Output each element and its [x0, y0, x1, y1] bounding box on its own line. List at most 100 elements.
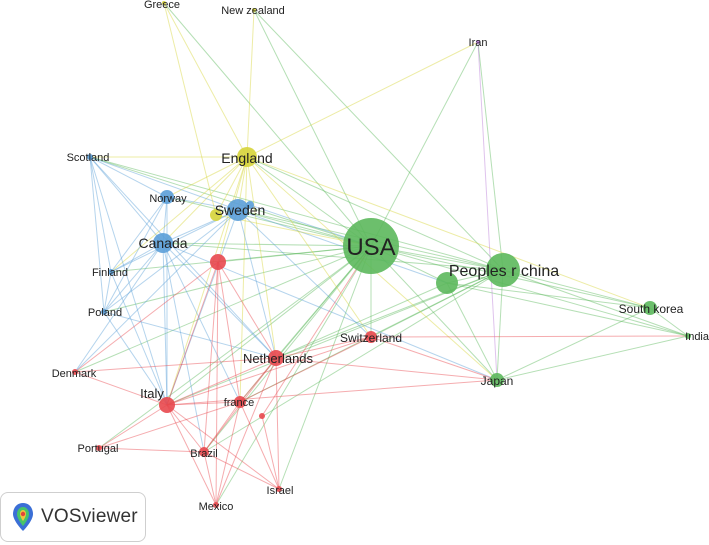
edge-finland-poland	[103, 271, 112, 313]
edge-norway-poland	[103, 196, 168, 313]
edge-peoples-r-china-england	[246, 156, 504, 271]
node-unlabeled-red-2[interactable]	[259, 413, 265, 419]
edge-japan-south-korea	[496, 307, 651, 381]
node-sweden[interactable]	[227, 199, 249, 221]
edge-unlabeled-yellow-1-greece	[163, 2, 217, 216]
edge-switzerland-japan	[370, 336, 498, 381]
edge-usa-italy	[166, 245, 372, 406]
edge-unlabeled-red-2-usa	[261, 245, 372, 417]
edge-italy-denmark	[74, 371, 168, 406]
node-scotland[interactable]	[87, 154, 93, 160]
edge-italy-mexico	[166, 404, 217, 506]
node-mexico[interactable]	[213, 502, 219, 508]
edge-peoples-r-china-new-zealand	[253, 9, 504, 271]
node-unlabeled-blue-1[interactable]	[246, 201, 254, 209]
edge-usa-poland	[103, 245, 372, 313]
node-iran[interactable]	[476, 40, 480, 44]
node-canada[interactable]	[153, 233, 173, 253]
edge-poland-italy	[103, 311, 168, 406]
app-name: VOSviewer	[41, 506, 138, 527]
node-layer	[72, 1, 691, 508]
edge-england-switzerland	[246, 156, 372, 338]
edge-usa-israel	[278, 245, 372, 490]
edge-sweden-switzerland	[237, 209, 372, 338]
node-new-zealand[interactable]	[252, 8, 256, 12]
label-japan: Japan	[481, 374, 514, 388]
node-unlabeled-green-1[interactable]	[436, 272, 458, 294]
node-finland[interactable]	[108, 269, 114, 275]
node-denmark[interactable]	[72, 369, 78, 375]
edge-england-netherlands	[246, 156, 277, 359]
edge-unlabeled-red-1-mexico	[215, 261, 219, 506]
edge-england-france	[239, 156, 248, 403]
edge-italy-netherlands	[166, 357, 277, 406]
node-japan[interactable]	[490, 373, 504, 387]
edge-peoples-r-china-india	[502, 269, 689, 337]
edge-switzerland-india	[370, 335, 689, 338]
edge-peoples-r-china-south-korea	[502, 269, 651, 309]
label-switzerland: Switzerland	[340, 331, 402, 345]
node-south-korea[interactable]	[643, 301, 657, 315]
edge-netherlands-denmark	[74, 357, 277, 373]
edge-scotland-finland	[89, 156, 112, 273]
edge-usa-denmark	[74, 245, 372, 373]
node-israel[interactable]	[276, 486, 282, 492]
edge-south-korea-india	[649, 307, 689, 337]
edge-netherlands-mexico	[215, 357, 277, 506]
label-norway: Norway	[149, 193, 187, 205]
node-italy[interactable]	[159, 397, 175, 413]
edge-italy-unlabeled-red-1	[166, 261, 219, 406]
vosviewer-logo-icon	[13, 503, 33, 531]
edge-peoples-r-china-japan	[496, 269, 504, 381]
node-peoples-r-china[interactable]	[486, 253, 520, 287]
edge-netherlands-unlabeled-red-1	[217, 261, 277, 359]
node-unlabeled-red-1[interactable]	[210, 254, 226, 270]
edge-england-greece	[163, 2, 248, 158]
edge-usa-greece	[163, 2, 372, 247]
label-south-korea: South korea	[619, 302, 684, 316]
edge-unlabeled-green-1-japan	[446, 282, 498, 381]
node-netherlands[interactable]	[268, 350, 284, 366]
node-india[interactable]	[685, 333, 691, 339]
edge-peoples-r-china-switzerland	[370, 269, 504, 338]
edge-brazil-portugal	[98, 447, 205, 453]
edge-japan-india	[496, 335, 689, 381]
edge-italy-japan	[166, 379, 498, 406]
edge-usa-finland	[110, 245, 372, 273]
label-israel: Israel	[267, 485, 294, 497]
edge-brazil-mexico	[203, 451, 217, 506]
node-norway[interactable]	[160, 190, 174, 204]
edge-unlabeled-red-1-france	[217, 261, 241, 403]
label-sweden: Sweden	[215, 202, 266, 218]
node-usa[interactable]	[343, 218, 399, 274]
edge-finland-italy	[110, 271, 168, 406]
node-unlabeled-yellow-1[interactable]	[210, 209, 222, 221]
node-portugal[interactable]	[96, 445, 102, 451]
edge-italy-france	[166, 401, 241, 406]
edge-usa-scotland	[89, 156, 372, 247]
edge-unlabeled-red-1-brazil	[203, 261, 219, 453]
edge-italy-portugal	[98, 404, 168, 449]
node-switzerland[interactable]	[365, 331, 377, 343]
label-peoples-r-china: Peoples r china	[449, 263, 559, 280]
label-italy: Italy	[140, 386, 164, 401]
label-canada: Canada	[138, 235, 187, 251]
edge-sweden-norway	[166, 196, 239, 211]
node-poland[interactable]	[101, 309, 107, 315]
edge-usa-norway	[166, 196, 372, 247]
node-brazil[interactable]	[199, 447, 209, 457]
edge-usa-new-zealand	[253, 9, 372, 247]
edge-peoples-r-china-iran	[477, 41, 504, 271]
label-new-zealand: New zealand	[221, 5, 285, 17]
edge-norway-scotland	[89, 156, 168, 198]
edge-canada-scotland	[89, 156, 164, 244]
label-greece: Greece	[144, 0, 180, 11]
edge-netherlands-japan	[275, 357, 498, 381]
edge-england-iran	[246, 41, 479, 158]
node-france[interactable]	[234, 396, 246, 408]
edge-england-italy	[166, 156, 248, 406]
label-portugal: Portugal	[78, 443, 119, 455]
node-greece[interactable]	[162, 1, 166, 5]
node-england[interactable]	[237, 147, 257, 167]
